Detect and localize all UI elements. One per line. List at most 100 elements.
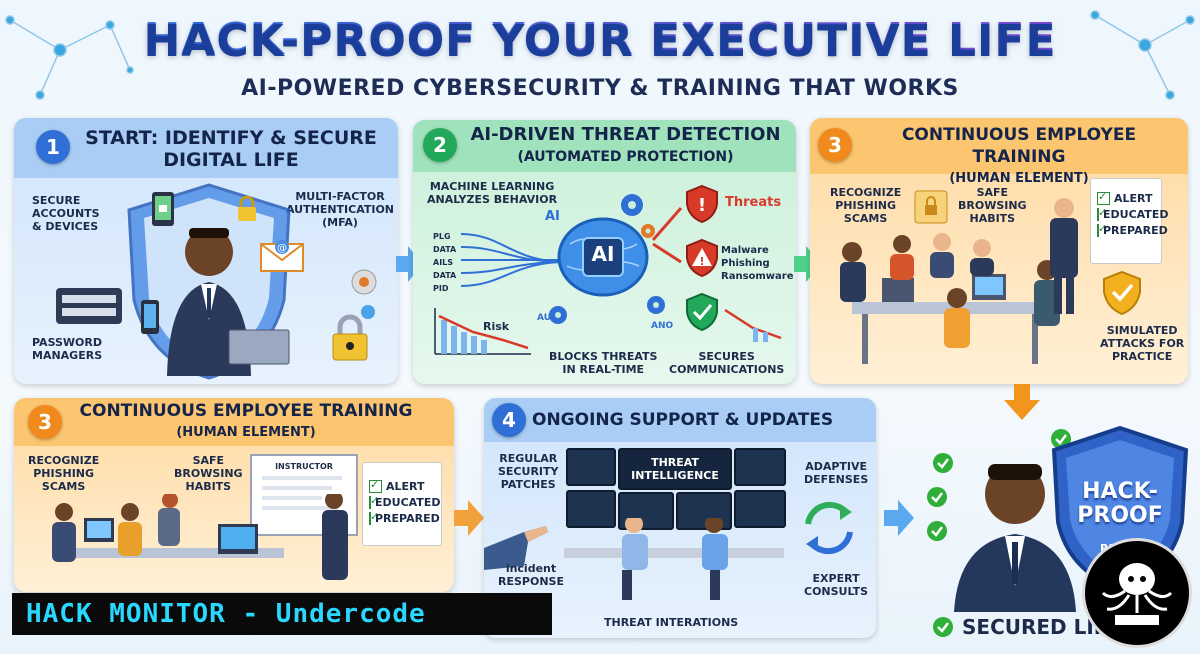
blocks-threats-label: BLOCKS THREATS IN REAL-TIME (549, 350, 658, 376)
malware-label: Malware Phishing Ransomware (721, 245, 794, 282)
large-padlock-icon (332, 314, 368, 361)
classroom-illustration (52, 494, 348, 580)
refresh-cycle-icon (805, 501, 853, 555)
monitor-screen (734, 490, 786, 528)
svg-text:!: ! (699, 255, 704, 268)
undercode-logo (1082, 538, 1192, 648)
recognize-phishing-label: RECOGNIZE PHISHING SCAMS (830, 186, 902, 225)
checklist-card: ALERT EDUCATED PREPARED (362, 462, 442, 546)
checklist-item: EDUCATED (1097, 206, 1168, 221)
panel-title-line2: DIGITAL LIFE (163, 149, 299, 171)
email-icon: @ (260, 240, 304, 272)
incident-response-label: incident RESPONSE (498, 562, 564, 588)
gear-icon (647, 296, 665, 314)
social-icon (361, 305, 375, 319)
gear-icon (549, 306, 567, 324)
panel-title-line2: (AUTOMATED PROTECTION) (517, 149, 734, 165)
checklist-item: ALERT (369, 478, 435, 493)
step-number-badge: 3 (818, 128, 852, 162)
operators-illustration (564, 518, 784, 600)
monitor-screen (734, 448, 786, 486)
checklist-item: PREPARED (369, 510, 440, 525)
safe-browsing-label: SAFE BROWSING HABITS (174, 454, 243, 493)
check-icon (933, 453, 953, 473)
secure-accounts-label: SECURE ACCOUNTS & DEVICES (32, 194, 100, 233)
panel-header: 3 CONTINUOUS EMPLOYEE TRAINING (HUMAN EL… (810, 118, 1188, 186)
svg-text:!: ! (698, 195, 706, 216)
panel-header: 1 START: IDENTIFY & SECURE DIGITAL LIFE (14, 118, 398, 178)
ai-small-label: AI (545, 209, 560, 224)
ai-chip-label: AI (591, 242, 615, 266)
octopus-icon (1101, 563, 1173, 625)
monitor-screen (566, 490, 616, 528)
data-label: PLG (433, 232, 451, 241)
checklist-item: ALERT (1097, 190, 1155, 205)
threat-intel-label: THREAT INTELLIGENCE (631, 456, 719, 482)
panel-title-line1: AI-DRIVEN THREAT DETECTION (470, 124, 781, 145)
flow-arrow (794, 246, 822, 282)
hack-proof-shield-text: HACK- PROOF (1077, 479, 1163, 528)
threat-intel-screen: THREAT INTELLIGENCE (618, 448, 732, 490)
panel-title: AI-DRIVEN THREAT DETECTION (AUTOMATED PR… (461, 124, 790, 168)
data-label: AILS (433, 258, 454, 267)
panel-header: 4 ONGOING SUPPORT & UPDATES (484, 398, 876, 442)
panel-title-line1: START: IDENTIFY & SECURE (85, 127, 377, 149)
instructor-whiteboard: INSTRUCTOR (250, 454, 358, 536)
threats-label: Threats (725, 195, 782, 210)
monitor-screen (566, 448, 616, 486)
secured-life-label: SECURED LIF (962, 615, 1108, 639)
page-subtitle: AI-POWERED CYBERSECURITY & TRAINING THAT… (241, 76, 959, 101)
settings-gear-icon (351, 269, 377, 295)
panel-header: 2 AI-DRIVEN THREAT DETECTION (AUTOMATED … (413, 120, 796, 172)
shield-person-illustration (127, 183, 291, 380)
panel-employee-training-repeat: 3 CONTINUOUS EMPLOYEE TRAINING (HUMAN EL… (14, 398, 454, 592)
check-icon (933, 617, 953, 637)
step-number-badge: 4 (492, 403, 526, 437)
panel-title-line2: (HUMAN ELEMENT) (176, 425, 316, 440)
svg-text:@: @ (277, 243, 287, 254)
gear-icon (641, 224, 655, 238)
warning-shield-icon: ! (686, 238, 718, 278)
flow-arrow-down (1004, 384, 1040, 420)
data-funnel-lines (461, 233, 561, 287)
flow-arrow (454, 500, 484, 536)
panel-title: START: IDENTIFY & SECURE DIGITAL LIFE (74, 127, 388, 171)
mfa-label: MULTI-FACTOR AUTHENTICATION (MFA) (286, 190, 395, 229)
ano-label: ANO (651, 321, 674, 331)
decline-chart-icon (724, 308, 782, 342)
step-number-badge: 3 (28, 405, 62, 439)
adaptive-defenses-label: ADAPTIVE DEFENSES (804, 460, 869, 486)
panel-title-line1: CONTINUOUS EMPLOYEE TRAINING (79, 401, 413, 421)
data-label: DATA (433, 271, 457, 280)
safe-browsing-label: SAFE BROWSING HABITS (958, 186, 1027, 225)
panel-title-line1: CONTINUOUS EMPLOYEE TRAINING (901, 125, 1137, 167)
hack-monitor-watermark: HACK MONITOR - Undercode (12, 593, 552, 635)
instructor-label: INSTRUCTOR (275, 462, 333, 471)
panel-ai-threat-detection: 2 AI-DRIVEN THREAT DETECTION (AUTOMATED … (413, 120, 796, 384)
expert-consults-label: EXPERT CONSULTS (804, 572, 869, 598)
flow-arrow (884, 500, 914, 536)
risk-chart-icon (434, 308, 531, 355)
page-title: HACK-PROOF YOUR EXECUTIVE LIFE (143, 14, 1057, 65)
data-label: PID (433, 284, 449, 293)
security-patches-label: REGULAR SECURITY PATCHES (498, 452, 559, 491)
browser-lock-icon (914, 190, 948, 224)
red-arrows (651, 207, 683, 264)
padlock-icon (238, 196, 256, 221)
data-label: DATA (433, 245, 457, 254)
checklist-item: EDUCATED (369, 494, 440, 509)
panel-title: ONGOING SUPPORT & UPDATES (532, 410, 834, 430)
data-streams: PLG DATA AILS DATA PID (433, 230, 473, 295)
executive-portrait (954, 464, 1076, 612)
hand-pointer-icon (484, 526, 548, 570)
training-meeting-illustration (840, 233, 1060, 364)
panel-title: CONTINUOUS EMPLOYEE TRAINING (HUMAN ELEM… (68, 400, 424, 444)
panel-identify-secure: 1 START: IDENTIFY & SECURE DIGITAL LIFE … (14, 118, 398, 384)
checklist-card: ALERT EDUCATED PREPARED (1090, 178, 1168, 264)
check-icon (927, 521, 947, 541)
panel-title-line2: (HUMAN ELEMENT) (949, 171, 1089, 186)
password-managers-label: PASSWORD MANAGERS (32, 336, 103, 362)
threat-interations-label: THREAT INTERATIONS (604, 616, 739, 629)
secured-section: HACK- PROOF RE SECURED LIF (910, 420, 1200, 654)
threat-shield-icon: ! (686, 184, 718, 224)
